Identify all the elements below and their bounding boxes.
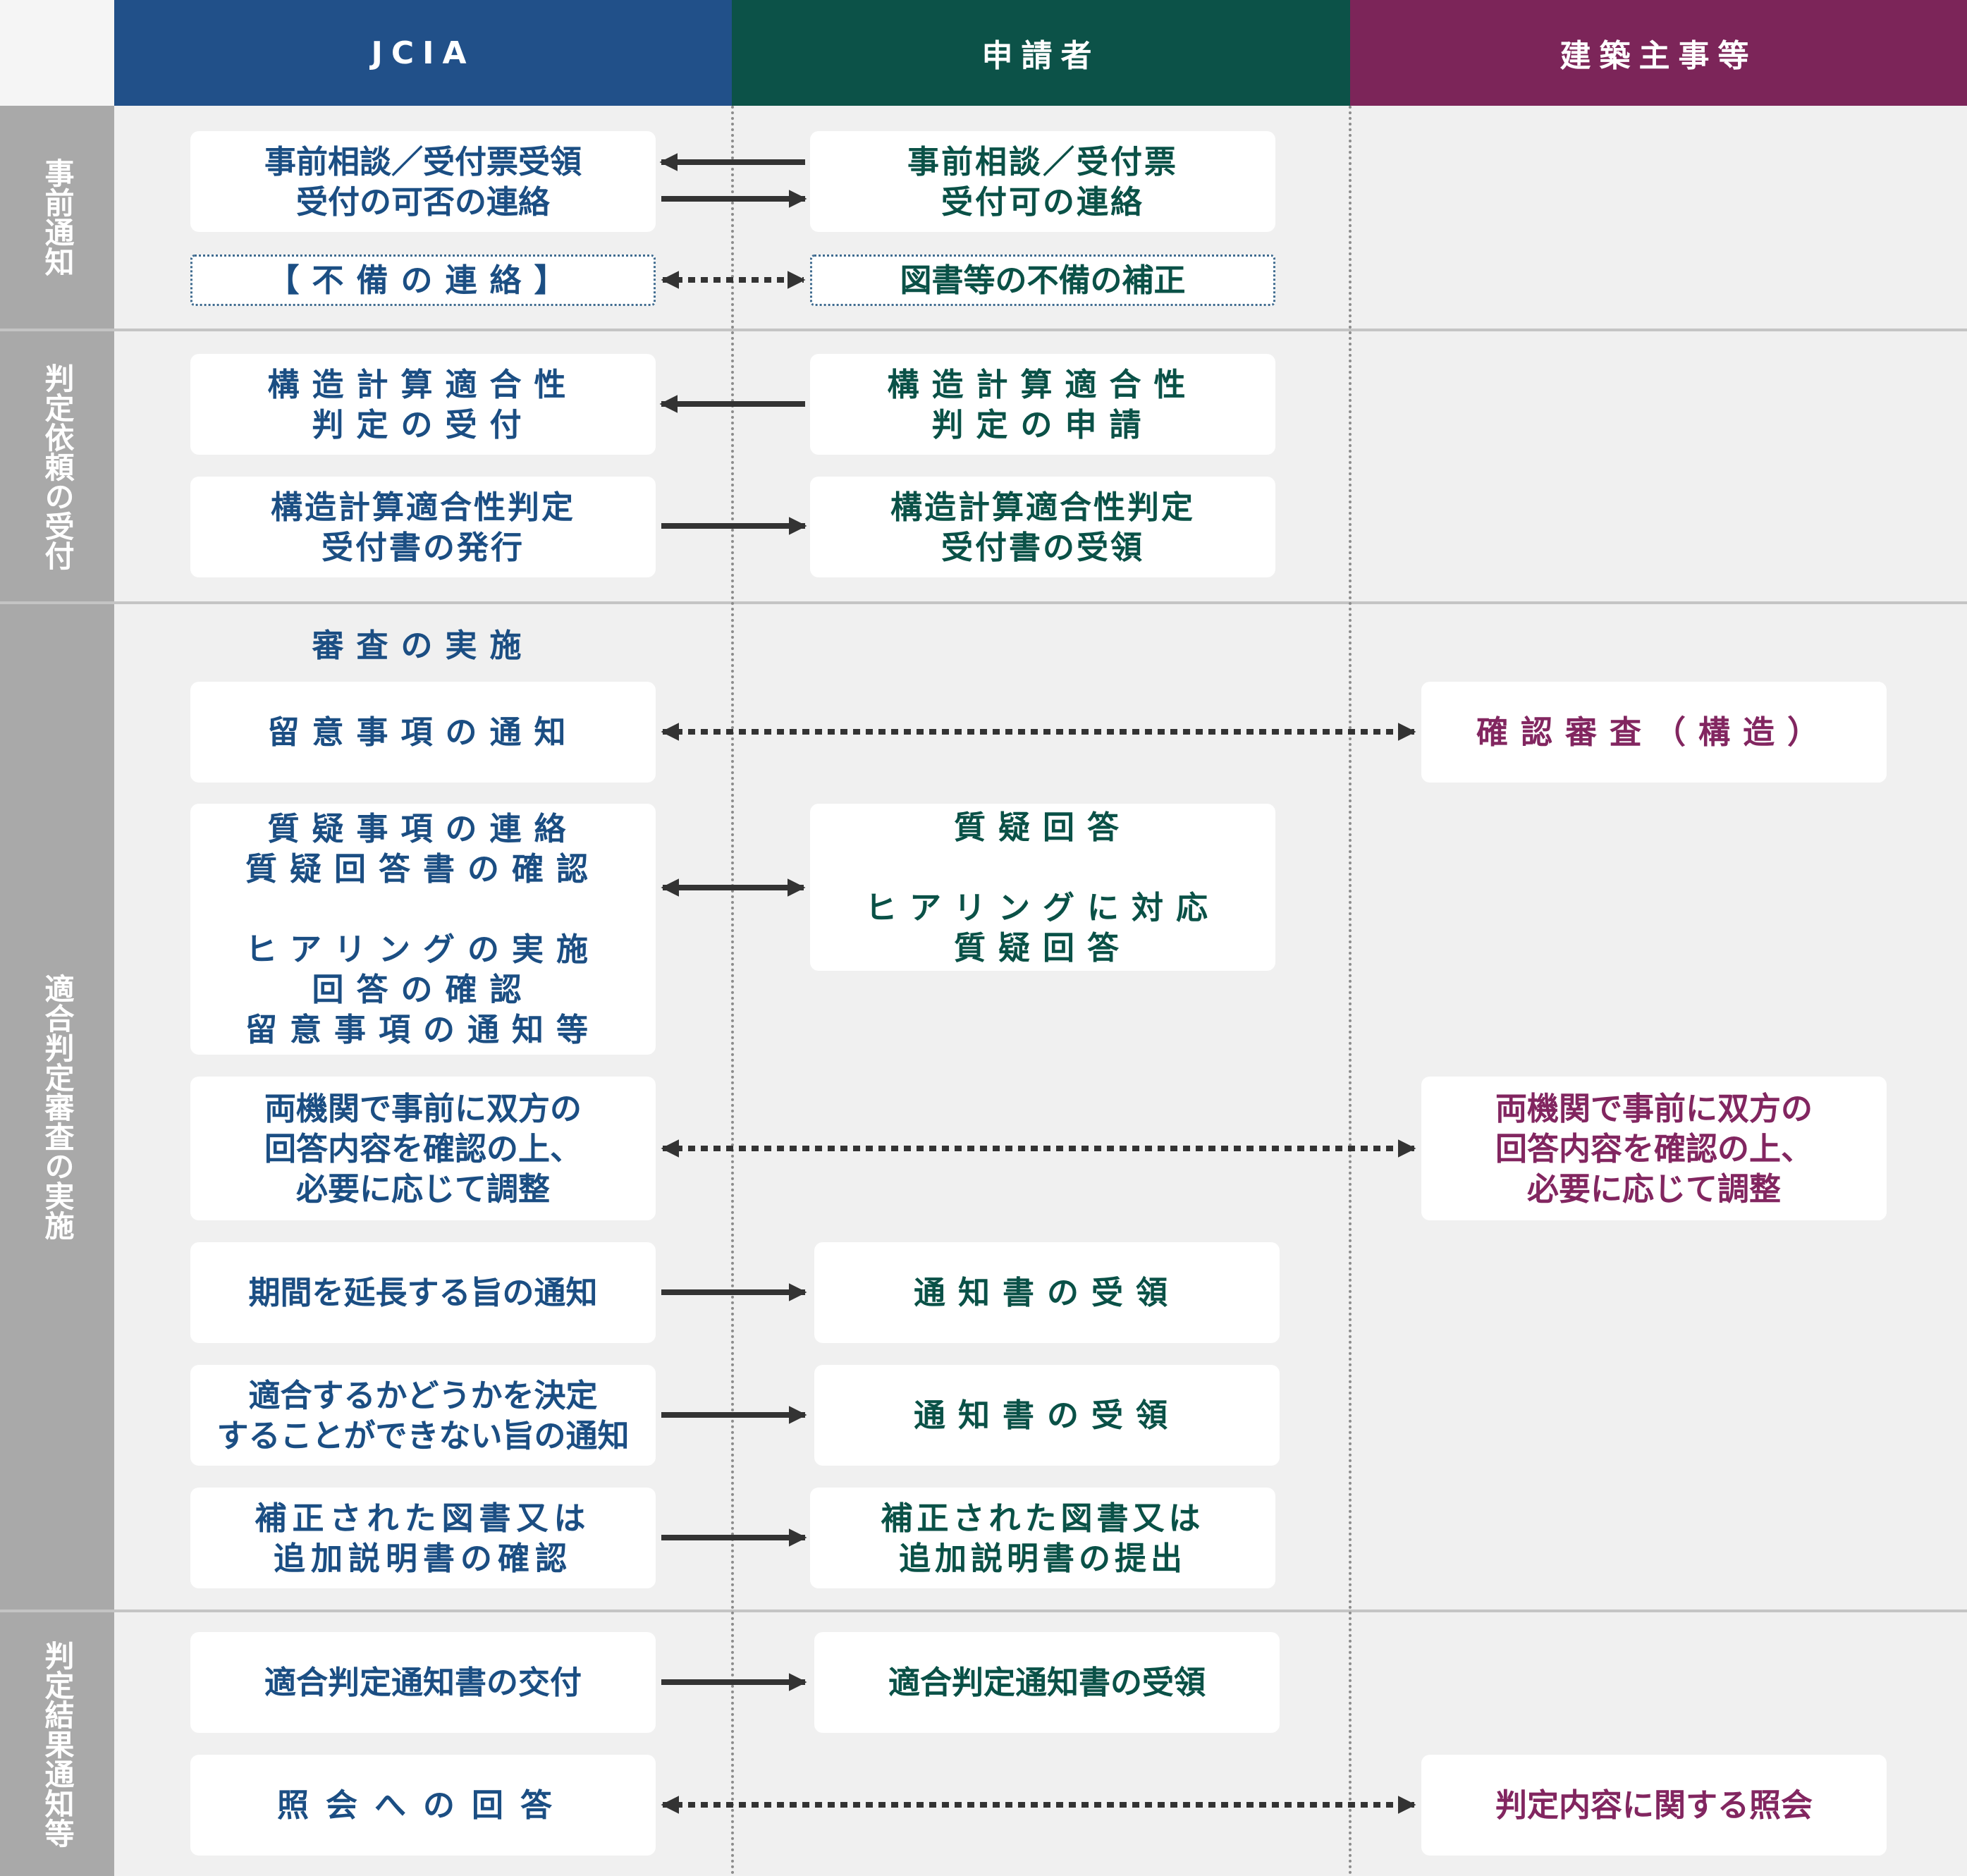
step-box-applicant: 通知書の受領 xyxy=(814,1242,1280,1343)
step-text: 適合するかどうかを決定 することができない旨の通知 xyxy=(216,1376,630,1454)
step-box-applicant: 質疑回答 ヒアリングに対応 質疑回答 xyxy=(810,804,1275,971)
column-header-jcia: JCIA xyxy=(114,0,732,106)
step-box-jcia: 構造計算適合性 判定の受付 xyxy=(190,354,656,455)
phase-pre-notice: 事前通知 xyxy=(40,158,75,276)
step-box-owner: 判定内容に関する照会 xyxy=(1421,1755,1887,1856)
step-box-jcia: 留意事項の通知 xyxy=(190,682,656,783)
step-text: 質疑回答 ヒアリングに対応 質疑回答 xyxy=(864,808,1220,967)
step-text: 両機関で事前に双方の 回答内容を確認の上、 必要に応じて調整 xyxy=(1495,1089,1813,1208)
step-text: 事前相談／受付票受領 受付の可否の連絡 xyxy=(264,142,582,221)
step-text: 補正された図書又は 追加説明書の確認 xyxy=(255,1499,592,1577)
step-text: 構造計算適合性 判定の申請 xyxy=(887,365,1199,443)
step-text: 構造計算適合性 判定の受付 xyxy=(267,365,579,443)
step-box-jcia: 補正された図書又は 追加説明書の確認 xyxy=(190,1488,656,1588)
step-text: 期間を延長する旨の通知 xyxy=(248,1274,598,1311)
phase-result: 判定結果通知等 xyxy=(40,1641,75,1848)
step-text: 通知書の受領 xyxy=(913,1397,1180,1434)
step-box-jcia: 適合判定通知書の交付 xyxy=(190,1632,656,1733)
phase-divider xyxy=(0,601,1967,604)
step-box-applicant: 構造計算適合性 判定の申請 xyxy=(810,354,1275,455)
step-text: 照会への回答 xyxy=(276,1786,569,1824)
phase-divider xyxy=(0,329,1967,331)
step-text: 適合判定通知書の受領 xyxy=(888,1664,1206,1701)
column-header-owner: 建築主事等 xyxy=(1350,0,1967,106)
step-box-applicant: 適合判定通知書の受領 xyxy=(814,1632,1280,1733)
step-text: 判定内容に関する照会 xyxy=(1495,1786,1813,1824)
step-label-jcia: 審査の実施 xyxy=(190,617,656,673)
step-box-applicant: 補正された図書又は 追加説明書の提出 xyxy=(810,1488,1275,1588)
step-box-jcia: 適合するかどうかを決定 することができない旨の通知 xyxy=(190,1365,656,1466)
step-text: 【不備の連絡】 xyxy=(267,262,579,299)
step-text: 事前相談／受付票 受付可の連絡 xyxy=(907,142,1178,221)
step-box-owner: 確認審査（構造） xyxy=(1421,682,1887,783)
step-box-jcia: 期間を延長する旨の通知 xyxy=(190,1242,656,1343)
step-box-jcia: 事前相談／受付票受領 受付の可否の連絡 xyxy=(190,131,656,232)
step-text: 補正された図書又は 追加説明書の提出 xyxy=(881,1499,1205,1577)
step-box-applicant: 構造計算適合性判定 受付書の受領 xyxy=(810,477,1275,577)
step-box-jcia: 構造計算適合性判定 受付書の発行 xyxy=(190,477,656,577)
step-text: 構造計算適合性判定 受付書の受領 xyxy=(890,488,1195,566)
phase-divider xyxy=(0,1610,1967,1612)
step-text: 適合判定通知書の交付 xyxy=(264,1664,582,1701)
step-text: 留意事項の通知 xyxy=(267,713,579,751)
step-box-jcia: 両機関で事前に双方の 回答内容を確認の上、 必要に応じて調整 xyxy=(190,1077,656,1220)
step-box-applicant: 事前相談／受付票 受付可の連絡 xyxy=(810,131,1275,232)
step-text: 図書等の不備の補正 xyxy=(900,262,1186,299)
step-box-applicant: 図書等の不備の補正 xyxy=(810,255,1275,306)
step-box-applicant: 通知書の受領 xyxy=(814,1365,1280,1466)
step-text: 構造計算適合性判定 受付書の発行 xyxy=(270,488,575,566)
phase-review: 適合判定審査の実施 xyxy=(40,974,75,1240)
step-text: 審査の実施 xyxy=(312,626,534,664)
step-box-owner: 両機関で事前に双方の 回答内容を確認の上、 必要に応じて調整 xyxy=(1421,1077,1887,1220)
phase-acceptance: 判定依頼の受付 xyxy=(40,362,75,570)
step-text: 質疑事項の連絡 質疑回答書の確認 ヒアリングの実施 回答の確認 留意事項の通知等 xyxy=(245,810,601,1048)
step-text: 通知書の受領 xyxy=(913,1274,1180,1311)
step-text: 両機関で事前に双方の 回答内容を確認の上、 必要に応じて調整 xyxy=(264,1089,582,1208)
step-box-jcia: 照会への回答 xyxy=(190,1755,656,1856)
column-divider xyxy=(1349,106,1352,1876)
step-box-jcia: 質疑事項の連絡 質疑回答書の確認 ヒアリングの実施 回答の確認 留意事項の通知等 xyxy=(190,804,656,1055)
column-divider xyxy=(731,106,734,1876)
phase-sidebar xyxy=(0,106,114,1876)
step-text: 確認審査（構造） xyxy=(1476,713,1832,751)
step-box-jcia: 【不備の連絡】 xyxy=(190,255,656,306)
column-header-applicant: 申請者 xyxy=(732,0,1350,106)
header-corner xyxy=(0,0,114,106)
